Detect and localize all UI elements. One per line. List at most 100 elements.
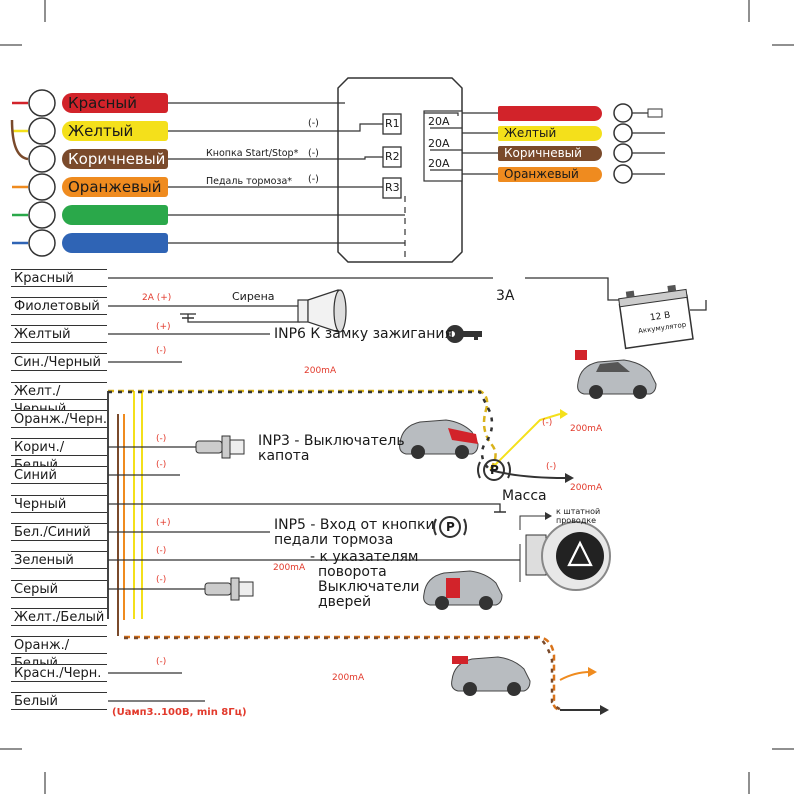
car-trunk-icon [451,656,531,696]
wire-label-brown-white: Корич./Белый [11,438,107,473]
parking-brake-icon [477,459,511,481]
to-wiring-line2: проводке [556,516,597,525]
car-door-icon [423,570,503,610]
ground-label: Масса [502,488,547,504]
polarity-brown-white: (-) [156,434,167,444]
hood-label-line1: INP3 - Выключатель [258,433,405,449]
wire-label-black: Черный [11,495,107,513]
doors-label-line2: дверей [318,594,372,610]
to-wiring-line1: к штатной [556,507,601,516]
wire-label-blue-black: Син./Черный [11,353,107,371]
output-label-orange: Оранжевый [498,167,602,182]
turn-label-line1: - к указателям [310,549,419,565]
doors-label-line1: Выключатели [318,579,420,595]
parking-symbol-2: P [446,520,455,534]
hazard-button-icon [519,512,611,591]
wire-label-blue: Синий [11,466,107,484]
relay-note-3-text: Педаль тормоза* [206,176,293,187]
relay-boxes [382,113,402,199]
connector-right-wires [632,112,665,175]
ground-icon [182,317,506,513]
output1-load: 200mA [570,424,603,434]
car-icon [575,350,657,399]
load-green: 200mA [273,563,306,573]
relay-note-2-polarity: (-) [308,148,319,159]
wire-label-red-black: Красн./Черн. [11,664,107,682]
wire-label-green: Зеленый [11,551,107,569]
connector-label-green [62,205,168,225]
polarity-yellow: (+) [156,322,171,332]
connector-right-pins [613,103,633,184]
wire-label-white-blue: Бел./Синий [11,523,107,541]
polarity-violet: 2А (+) [142,293,172,303]
polarity-grey: (-) [156,575,167,585]
polarity-white-blue: (+) [156,518,171,528]
hood-label-line2: капота [258,448,310,464]
siren-icon [297,289,347,333]
output1-polarity: (-) [542,418,553,428]
output-label-brown: Коричневый [498,146,602,161]
twisted-pair-yellow-black [108,389,497,471]
relay-note-3-polarity: (-) [308,174,319,185]
connector-left-wires [168,102,406,260]
twisted-pair-orange-brown [124,635,563,712]
relay-note-2-text: Кнопка Start/Stop* [206,148,299,159]
wire-label-orange-white: Оранж./Белый [11,636,107,671]
relay-contact-box [423,110,463,182]
wire-label-orange-black: Оранж./Черн. [11,410,107,428]
contact-label-2: 20A [428,137,450,150]
harness-bus [107,391,143,636]
key-icon [446,325,482,343]
wire-label-white: Белый [11,692,107,710]
polarity-red-black: (-) [156,657,167,667]
door-switch-icon [204,577,254,601]
wire-label-yellow-white: Желт./Белый [11,608,107,626]
wire-label-red: Красный [11,269,107,287]
output-arrows [489,413,600,711]
car-hood-icon [399,419,479,459]
output2-load: 200mA [570,483,603,493]
load-blue-black: 200mA [304,366,337,376]
relay-label-r3: R3 [385,181,400,194]
arrow-heads [560,409,609,715]
relay-contacts [424,112,498,175]
hood-switch-icon [195,435,245,459]
connector-left-pins [28,89,56,257]
turn-label-line2: поворота [318,564,387,580]
brake-label-line1: INP5 - Вход от кнопки [274,517,435,533]
connector-label-red: Красный [62,93,168,113]
harness-wires [108,277,707,702]
wire-label-yellow-black: Желт./Черный [11,382,107,417]
parking-symbol-1: P [490,463,499,477]
wire-label-grey: Серый [11,580,107,598]
polarity-green: (-) [156,546,167,556]
polarity-blue: (-) [156,460,167,470]
output2-polarity: (-) [546,462,557,472]
siren-label: Сирена [232,290,275,303]
white-wire-note: (Uамп3..100В, min 8Гц) [112,707,247,718]
connector-label-blue [62,233,168,253]
fuse-label: 3А [496,288,515,304]
connector-label-brown: Коричневый [62,149,168,169]
output-label-red [498,106,602,121]
connector-label-yellow: Желтый [62,121,168,141]
output-label-yellow: Желтый [498,126,602,141]
brake-button-icon [433,516,467,538]
wire-label-yellow: Желтый [11,325,107,343]
load-red-black: 200mA [332,673,365,683]
battery-icon [618,284,694,350]
relay-label-r2: R2 [385,150,400,163]
relay-note-1-polarity: (-) [308,118,319,129]
fuse-icon [647,108,663,118]
connector-label-orange: Оранжевый [62,177,168,197]
ignition-label: INP6 К замку зажигания [274,326,453,342]
polarity-blue-black: (-) [156,346,167,356]
relay-label-r1: R1 [385,117,400,130]
contact-label-1: 20A [428,115,450,128]
contact-label-3: 20A [428,157,450,170]
brake-label-line2: педали тормоза [274,532,394,548]
connector-left-stubs [10,101,29,245]
wire-label-violet: Фиолетовый [11,297,107,315]
